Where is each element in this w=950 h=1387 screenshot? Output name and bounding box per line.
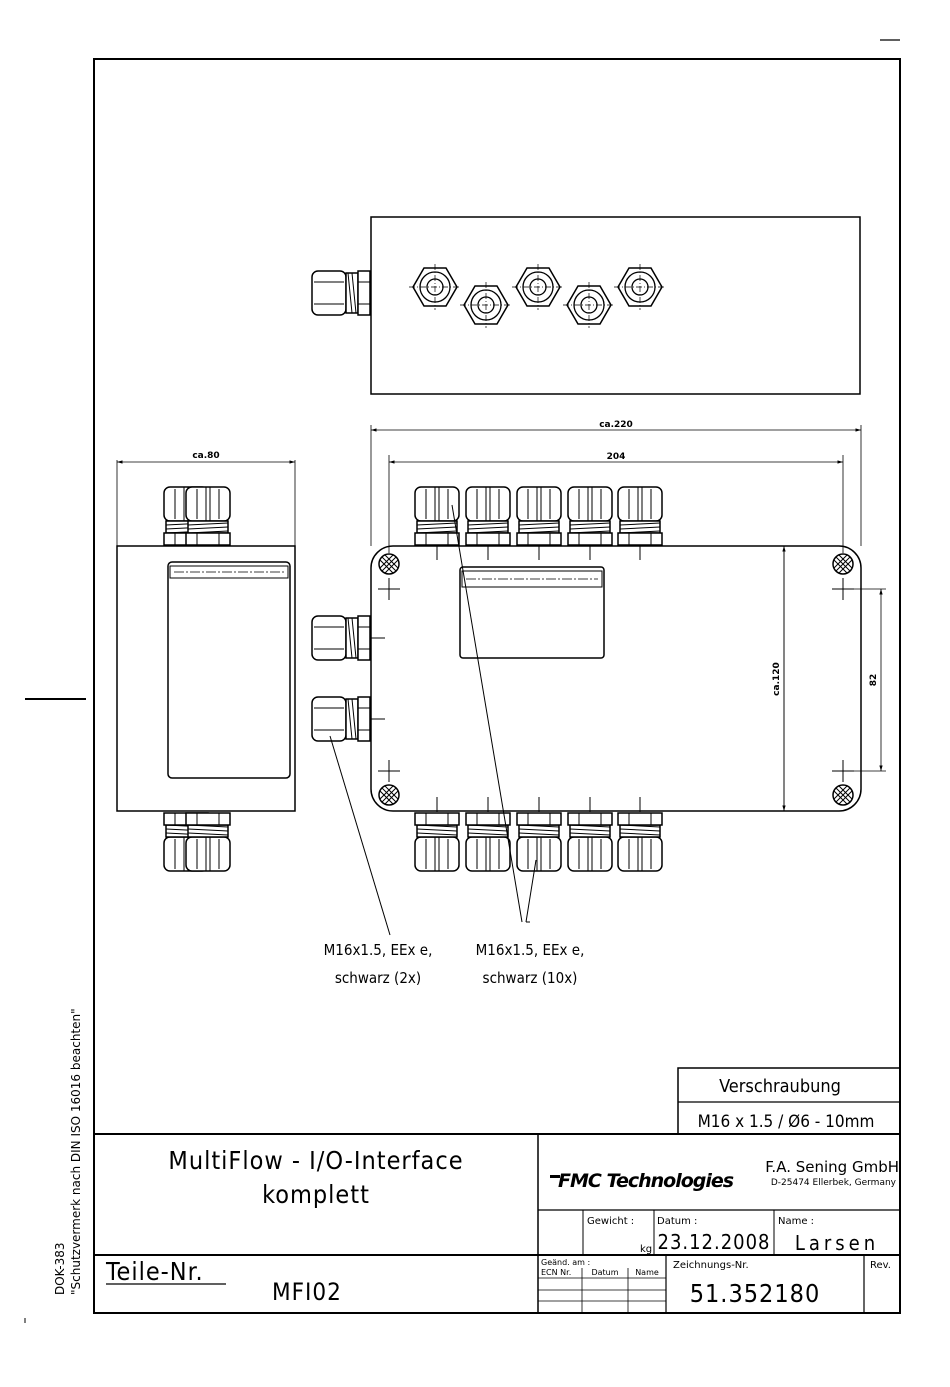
ecn-date-label: Datum (591, 1268, 618, 1277)
ecn-label: ECN Nr. (541, 1268, 571, 1277)
gland-icon (567, 486, 613, 546)
top-view (311, 216, 861, 395)
enclosure-top-view (370, 216, 861, 395)
screw-icon (832, 553, 854, 575)
weight-unit: kg (640, 1244, 652, 1255)
company-name: F.A. Sening GmbH (765, 1158, 899, 1176)
title-block (94, 1133, 900, 1313)
company-address: D-25474 Ellerbek, Germany (771, 1178, 897, 1188)
side-label-plate (167, 561, 291, 779)
spec-value: M16 x 1.5 / Ø6 - 10mm (698, 1112, 875, 1132)
name-value: Larsen (795, 1231, 879, 1255)
front-label-plate (459, 566, 605, 659)
drawing-no-value: 51.352180 (690, 1279, 821, 1308)
gland-icon (465, 486, 511, 546)
callout-left-line2: schwarz (2x) (335, 969, 421, 987)
drawing-no-label: Zeichnungs-Nr. (673, 1260, 749, 1271)
screw-icon (378, 553, 400, 575)
dim-hole-spacing-height: 82 (869, 674, 879, 687)
fmc-logo: FMC Technologies (550, 1170, 735, 1192)
part-no-label: Teile-Nr. (105, 1257, 204, 1286)
logo-text: FMC Technologies (558, 1170, 734, 1192)
callout-left-line1: M16x1.5, EEx e, (324, 941, 433, 959)
gland-icon (414, 486, 460, 546)
gland-icon (567, 812, 613, 872)
title-line2: komplett (262, 1180, 370, 1209)
drawing-frame (93, 58, 901, 1314)
change-label: Geänd. am : (541, 1258, 590, 1267)
screw-icon (378, 784, 400, 806)
side-gland-icon (311, 696, 371, 742)
spec-title: Verschraubung (719, 1076, 841, 1097)
date-value: 23.12.2008 (658, 1230, 771, 1254)
callout-right-line2: schwarz (10x) (483, 969, 578, 987)
screw-icon (832, 784, 854, 806)
side-gland-icon (311, 615, 371, 661)
date-label: Datum : (657, 1216, 697, 1227)
part-no-value: MFI02 (272, 1278, 342, 1306)
name-label: Name : (778, 1216, 814, 1227)
side-view (116, 460, 296, 872)
rev-label: Rev. (870, 1260, 891, 1271)
gland-icon (414, 812, 460, 872)
weight-label: Gewicht : (587, 1216, 634, 1227)
dim-hole-spacing-length: 204 (607, 452, 626, 462)
ecn-name-label: Name (635, 1268, 659, 1277)
dim-height: ca.120 (772, 662, 782, 696)
side-gland-bottom (185, 812, 231, 872)
dim-overall-length: ca.220 (599, 420, 633, 430)
enclosure-front-view (370, 545, 862, 812)
gland-icon (617, 812, 663, 872)
side-gland-top (185, 486, 231, 546)
side-gland-top-view (311, 270, 371, 316)
gland-icon (617, 486, 663, 546)
front-view (311, 425, 886, 872)
callout-right-line1: M16x1.5, EEx e, (476, 941, 585, 959)
title-line1: MultiFlow - I/O-Interface (168, 1146, 463, 1175)
gland-icon (516, 486, 562, 546)
dim-side-width: ca.80 (192, 451, 219, 461)
gland-icon (516, 812, 562, 872)
protection-note: "Schutzvermerk nach DIN ISO 16016 beacht… (69, 1008, 83, 1295)
leader-lines (329, 504, 537, 936)
gland-icon (465, 812, 511, 872)
doc-id: DOK-383 (53, 1242, 67, 1295)
